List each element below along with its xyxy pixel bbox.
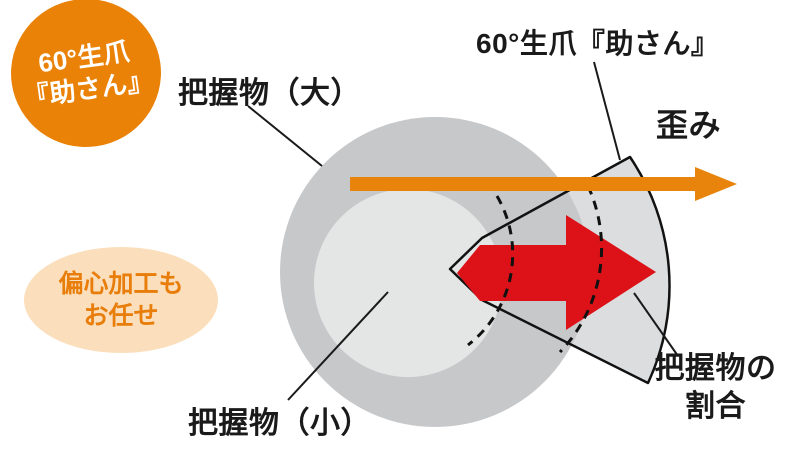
pointer-line-grip-ratio	[633, 292, 679, 357]
pointer-line-object-large	[247, 105, 323, 167]
callout-line1: 偏心加工も	[58, 269, 184, 298]
eccentric-machining-callout: 偏心加工も お任せ	[24, 247, 218, 353]
grip-force-red-arrow	[457, 215, 656, 330]
pointer-line-jaw-name	[593, 61, 621, 161]
label-grip-ratio-line1: 把握物の	[654, 352, 777, 385]
label-grip-ratio: 把握物の 割合	[638, 350, 793, 425]
label-grip-ratio-line2: 割合	[685, 389, 746, 423]
grip-position-dashed-arc-2	[558, 185, 603, 354]
label-object-large: 把握物（大）	[178, 77, 361, 110]
distortion-orange-arrow	[350, 167, 737, 201]
label-jaw-name: 60°生爪『助さん』	[476, 28, 720, 59]
workpiece-small-circle	[314, 189, 502, 377]
label-object-small: 把握物（小）	[188, 407, 371, 440]
pointer-line-object-small	[287, 291, 389, 401]
grip-position-dashed-arc-1	[467, 195, 515, 347]
callout-line2: お任せ	[83, 302, 159, 330]
label-distortion: 歪み	[656, 107, 722, 143]
